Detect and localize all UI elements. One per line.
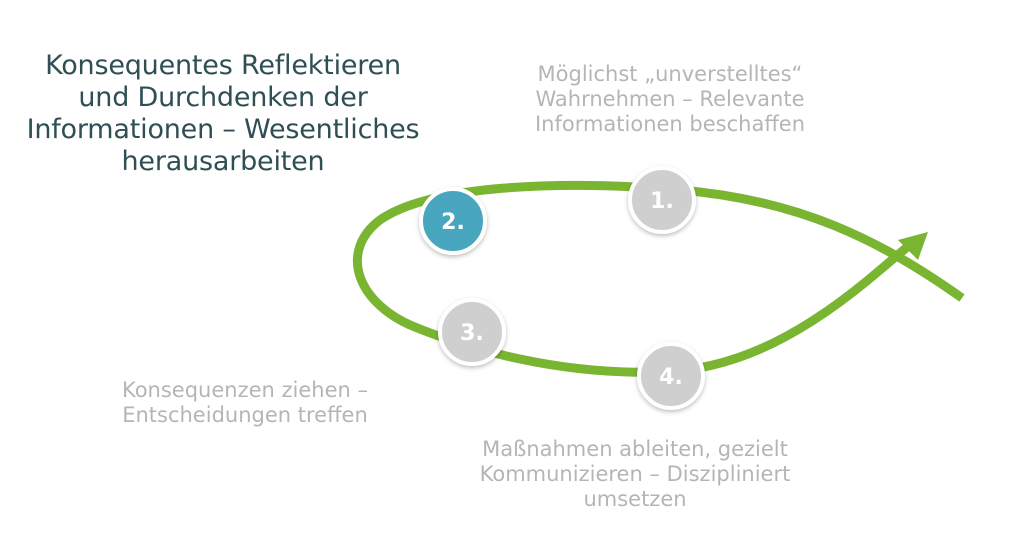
step-marker-4-number: 4. xyxy=(659,365,683,390)
loop-arrowhead xyxy=(898,232,928,260)
step-marker-4: 4. xyxy=(637,342,705,410)
step-marker-2: 2. xyxy=(419,187,487,255)
step-marker-1-number: 1. xyxy=(650,189,674,214)
step-marker-3-number: 3. xyxy=(460,321,484,346)
step-3-label: Konsequenzen ziehen – Entscheidungen tre… xyxy=(121,378,369,427)
step-4-label: Maßnahmen ableiten, gezielt Kommuniziere… xyxy=(479,437,791,511)
step-marker-3: 3. xyxy=(438,298,506,366)
step-1-label: Möglichst „unverstelltes“ Wahrnehmen – R… xyxy=(534,62,806,136)
step-2-label: Konsequentes Reflektieren und Durchdenke… xyxy=(26,50,420,177)
step-marker-1: 1. xyxy=(628,166,696,234)
step-marker-2-number: 2. xyxy=(441,210,465,235)
